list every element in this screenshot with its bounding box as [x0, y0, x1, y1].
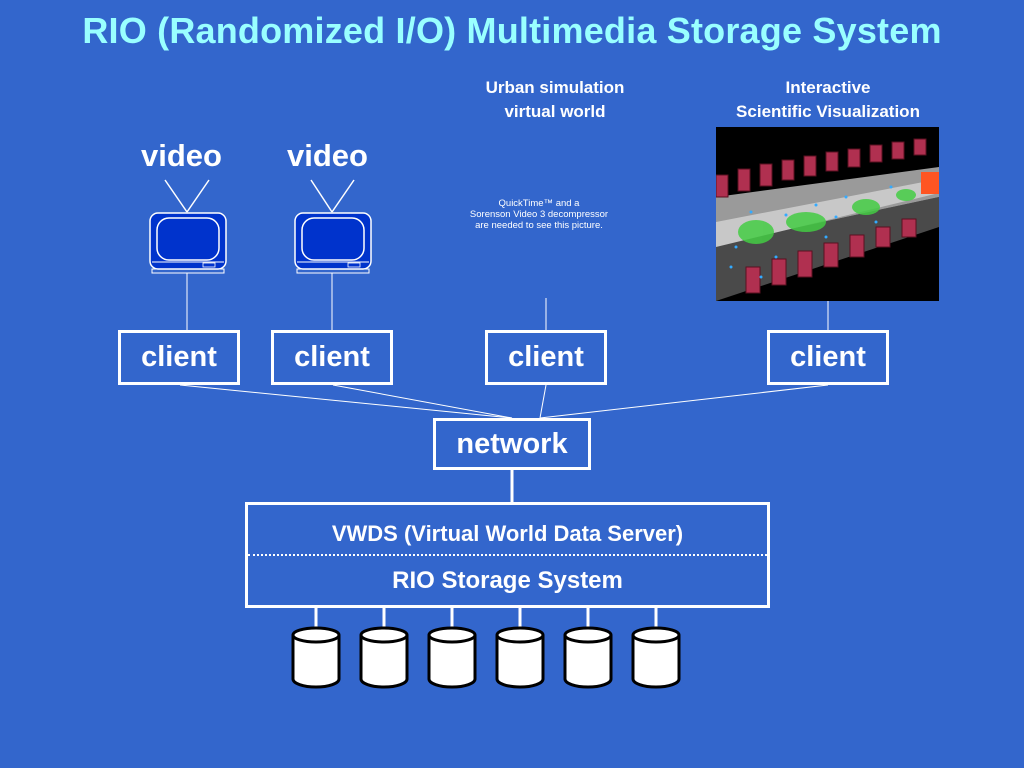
urban-caption: Urban simulation virtual world: [455, 76, 655, 124]
visualization-caption: Interactive Scientific Visualization: [708, 76, 948, 124]
page-title: RIO (Randomized I/O) Multimedia Storage …: [82, 10, 942, 51]
vwds-label: VWDS (Virtual World Data Server): [331, 521, 684, 546]
vis-caption-line1: Interactive: [785, 78, 871, 97]
antenna-line: [186, 179, 210, 213]
client-network-line: [179, 384, 513, 419]
disk-icon: [563, 626, 613, 689]
tv-icon: [149, 212, 227, 274]
quicktime-line3: are needed to see this picture.: [475, 220, 603, 231]
rio-storage-label: RIO Storage System: [392, 567, 623, 594]
server-divider: [248, 554, 767, 556]
quicktime-line1: QuickTime™ and a: [498, 198, 580, 209]
video-label-2: video: [287, 138, 368, 173]
client-network-line: [539, 384, 829, 419]
disk-icon: [495, 626, 545, 689]
visualization-image: [716, 127, 939, 301]
antenna-line: [310, 179, 333, 213]
disk-icon: [427, 626, 477, 689]
antenna-line: [331, 179, 355, 213]
quicktime-placeholder: QuickTime™ and a Sorenson Video 3 decomp…: [454, 198, 624, 231]
urban-caption-line1: Urban simulation: [485, 78, 625, 97]
video-label-1: video: [141, 138, 222, 173]
quicktime-line2: Sorenson Video 3 decompressor: [469, 209, 609, 220]
disk-icon: [631, 626, 681, 689]
disk-icon: [359, 626, 409, 689]
client-box-3: client: [485, 330, 607, 385]
client-box-2: client: [271, 330, 393, 385]
tv-icon: [294, 212, 372, 274]
client-box-4: client: [767, 330, 889, 385]
network-box: network: [433, 418, 591, 470]
client-network-line: [539, 384, 547, 419]
server-box: VWDS (Virtual World Data Server) RIO Sto…: [245, 502, 770, 608]
antenna-line: [164, 179, 188, 213]
disk-icon: [291, 626, 341, 689]
client-network-line: [332, 384, 513, 419]
urban-caption-line2: virtual world: [504, 102, 606, 121]
vis-caption-line2: Scientific Visualization: [736, 102, 920, 121]
client-box-1: client: [118, 330, 240, 385]
